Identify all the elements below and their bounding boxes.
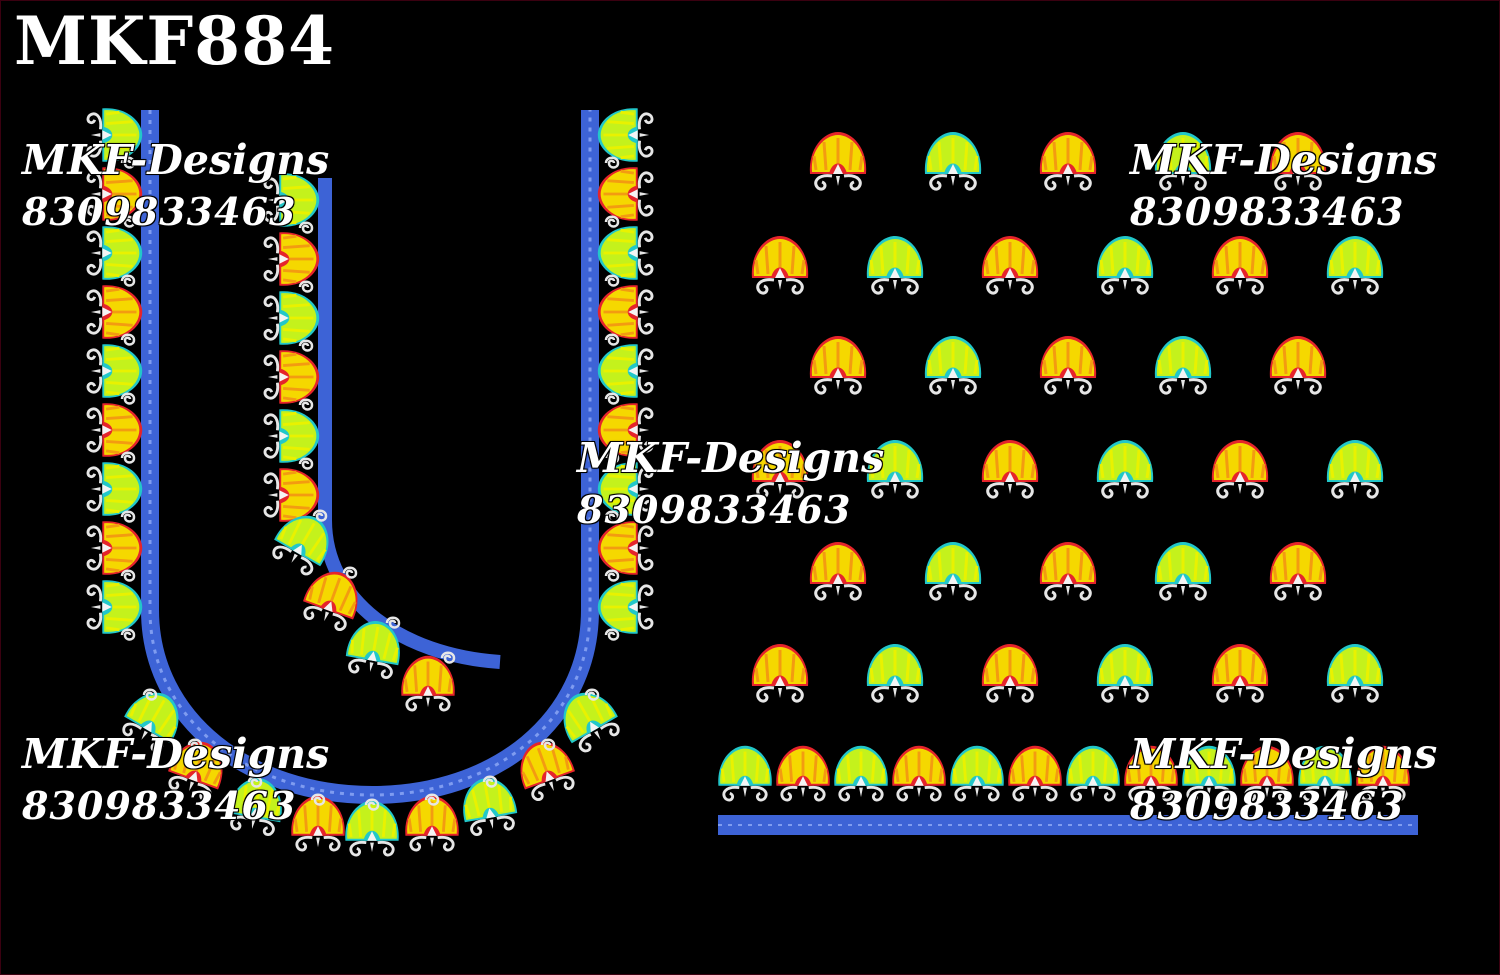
- peacock-fan-motif-icon: [1038, 540, 1098, 601]
- peacock-fan-motif-icon: [86, 460, 144, 518]
- watermark-name: MKF-Designs: [22, 730, 330, 778]
- scroll-swirl-icon: [604, 392, 620, 405]
- peacock-fan-motif-icon: [923, 334, 983, 395]
- scroll-swirl-icon: [604, 628, 620, 641]
- scroll-swirl-icon: [120, 451, 136, 464]
- peacock-fan-motif-icon: [980, 642, 1040, 703]
- peacock-fan-motif-icon: [263, 466, 321, 524]
- watermark-name: MKF-Designs: [1130, 730, 1438, 778]
- peacock-fan-motif-icon: [263, 348, 321, 406]
- peacock-fan-motif-icon: [596, 224, 654, 282]
- peacock-fan-motif-icon: [1095, 234, 1155, 295]
- peacock-fan-motif-icon: [865, 234, 925, 295]
- scroll-swirl-icon: [120, 510, 136, 523]
- peacock-fan-motif-icon: [774, 744, 832, 802]
- scroll-swirl-icon: [120, 392, 136, 405]
- peacock-fan-motif-icon: [923, 540, 983, 601]
- watermark-name: MKF-Designs: [1130, 136, 1438, 184]
- watermark-bottom-right: MKF-Designs 8309833463: [1130, 734, 1437, 825]
- peacock-fan-motif-icon: [716, 744, 774, 802]
- scroll-swirl-icon: [120, 628, 136, 641]
- neckline-stitch-line: [148, 110, 592, 797]
- peacock-fan-motif-icon: [596, 578, 654, 636]
- scroll-swirl-icon: [120, 333, 136, 346]
- watermark-name: MKF-Designs: [577, 434, 885, 482]
- peacock-fan-motif-icon: [263, 407, 321, 465]
- peacock-fan-motif-icon: [263, 230, 321, 288]
- peacock-fan-motif-icon: [86, 519, 144, 577]
- peacock-fan-motif-icon: [1095, 438, 1155, 499]
- design-code-title: MKF884: [14, 2, 336, 80]
- peacock-fan-motif-icon: [750, 234, 810, 295]
- peacock-fan-motif-icon: [808, 130, 868, 191]
- peacock-fan-motif-icon: [980, 234, 1040, 295]
- peacock-fan-motif-icon: [1038, 334, 1098, 395]
- peacock-fan-motif-icon: [86, 283, 144, 341]
- scroll-swirl-icon: [604, 215, 620, 228]
- watermark-phone: 8309833463: [22, 783, 297, 828]
- peacock-fan-motif-icon: [596, 106, 654, 164]
- peacock-fan-motif-icon: [86, 401, 144, 459]
- watermark-phone: 8309833463: [1130, 189, 1405, 234]
- scroll-swirl-icon: [298, 398, 314, 411]
- peacock-fan-motif-icon: [1325, 438, 1385, 499]
- peacock-fan-motif-icon: [1325, 234, 1385, 295]
- peacock-fan-motif-icon: [1006, 744, 1064, 802]
- peacock-fan-motif-icon: [263, 289, 321, 347]
- bottom-border-strip: [716, 744, 1418, 835]
- peacock-fan-motif-icon: [86, 342, 144, 400]
- peacock-fan-motif-icon: [980, 438, 1040, 499]
- peacock-fan-motif-icon: [1153, 540, 1213, 601]
- watermark-phone: 8309833463: [1130, 783, 1405, 828]
- peacock-fan-motif-icon: [890, 744, 948, 802]
- watermark-phone: 8309833463: [22, 189, 297, 234]
- peacock-fan-motif-icon: [86, 578, 144, 636]
- neckline-outer-border: [86, 106, 654, 857]
- peacock-fan-motif-icon: [399, 654, 457, 712]
- watermark-bottom-left: MKF-Designs 8309833463: [22, 734, 329, 825]
- watermark-name: MKF-Designs: [22, 136, 330, 184]
- peacock-fan-motif-icon: [596, 165, 654, 223]
- scroll-swirl-icon: [120, 569, 136, 582]
- scroll-swirl-icon: [604, 274, 620, 287]
- peacock-fan-motif-icon: [1268, 334, 1328, 395]
- peacock-fan-motif-icon: [596, 342, 654, 400]
- scroll-swirl-icon: [298, 339, 314, 352]
- neckline-inner-border: [263, 171, 501, 712]
- peacock-fan-motif-icon: [1268, 540, 1328, 601]
- peacock-fan-motif-icon: [86, 224, 144, 282]
- watermark-phone: 8309833463: [577, 487, 852, 532]
- scroll-swirl-icon: [604, 333, 620, 346]
- scroll-swirl-icon: [604, 156, 620, 169]
- peacock-fan-motif-icon: [1210, 234, 1270, 295]
- scroll-swirl-icon: [604, 569, 620, 582]
- peacock-fan-motif-icon: [832, 744, 890, 802]
- peacock-fan-motif-icon: [1064, 744, 1122, 802]
- scroll-swirl-icon: [298, 457, 314, 470]
- scroll-swirl-icon: [298, 280, 314, 293]
- peacock-fan-motif-icon: [1325, 642, 1385, 703]
- peacock-fan-motif-icon: [596, 283, 654, 341]
- peacock-fan-motif-icon: [1153, 334, 1213, 395]
- peacock-fan-motif-icon: [1210, 642, 1270, 703]
- watermark-center: MKF-Designs 8309833463: [577, 438, 884, 529]
- peacock-fan-motif-icon: [1038, 130, 1098, 191]
- peacock-fan-motif-icon: [808, 540, 868, 601]
- peacock-fan-motif-icon: [948, 744, 1006, 802]
- peacock-fan-motif-icon: [1210, 438, 1270, 499]
- peacock-fan-motif-icon: [865, 642, 925, 703]
- peacock-fan-motif-icon: [923, 130, 983, 191]
- watermark-top-right: MKF-Designs 8309833463: [1130, 140, 1437, 231]
- watermark-top-left: MKF-Designs 8309833463: [22, 140, 329, 231]
- peacock-fan-motif-icon: [808, 334, 868, 395]
- scroll-swirl-icon: [120, 274, 136, 287]
- peacock-fan-motif-icon: [1095, 642, 1155, 703]
- peacock-fan-motif-icon: [750, 642, 810, 703]
